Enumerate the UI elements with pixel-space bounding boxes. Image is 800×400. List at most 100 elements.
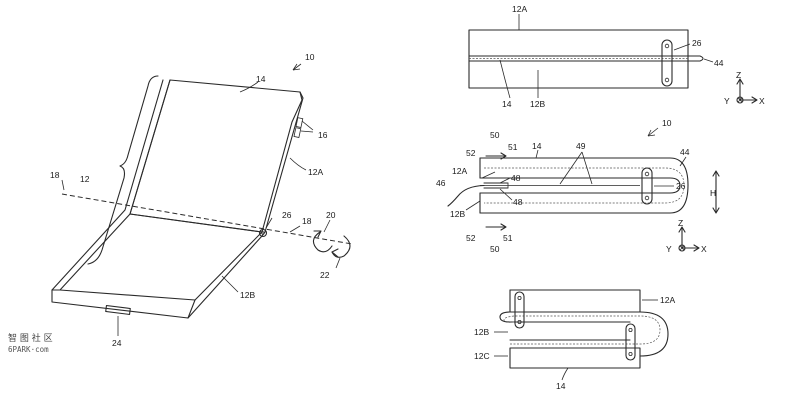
display-layer-14	[468, 55, 689, 62]
ref-label-44: 44	[714, 58, 724, 68]
upper-housing-edge	[264, 91, 304, 233]
ref-label-12B: 12B	[450, 209, 465, 219]
axis-label-z: Z	[736, 70, 741, 80]
axis-label-y: Y	[666, 244, 672, 254]
rotation-arrow-20	[312, 231, 333, 253]
ref-label-52-top: 52	[466, 148, 476, 158]
leader-20	[323, 219, 331, 233]
display-14-bottom-fold	[510, 315, 661, 345]
ref-label-12B: 12B	[240, 290, 255, 300]
hinge-26	[258, 228, 268, 238]
y-axis-origin	[736, 96, 744, 104]
leader-14	[239, 81, 259, 93]
ref-label-51-bottom: 51	[503, 233, 513, 243]
ref-label-24: 24	[112, 338, 122, 348]
figure-2-folded-view: 12A 26 44 14 12B Z Y X	[468, 4, 765, 109]
ref-label-10: 10	[662, 118, 672, 128]
strap-rivet-top	[644, 171, 650, 177]
ref-label-12A: 12A	[512, 4, 527, 14]
x-arrowhead	[751, 96, 758, 104]
strap-lower-rivet-top	[628, 327, 633, 332]
arrowhead-10	[292, 63, 301, 71]
axis-label-x: X	[759, 96, 765, 106]
ref-label-14: 14	[256, 74, 266, 84]
cable-48	[483, 182, 509, 189]
display-hatch-14	[484, 167, 685, 204]
watermark-site: 6PARK·com	[8, 345, 49, 354]
left-edge-upper	[129, 79, 171, 215]
button-16b	[293, 127, 302, 138]
arrowhead-50-bottom	[500, 223, 507, 231]
rotation-arrowhead-22	[331, 248, 339, 258]
rotation-arrowhead-20	[313, 230, 322, 238]
strap-upper-rivet-top	[517, 295, 522, 300]
left-outer-edge	[51, 79, 164, 291]
brace-12	[87, 75, 159, 265]
ref-label-49: 49	[576, 141, 586, 151]
connector-port-24	[105, 305, 131, 315]
axis-label-z: Z	[678, 218, 683, 228]
figure-3-cross-section: 10 50 51 52 14 49 44 12A 46 48 48 26 12B…	[436, 118, 720, 254]
bend-axis-18	[61, 193, 353, 245]
inner-fold-bend	[499, 311, 511, 323]
ref-label-50-top: 50	[490, 130, 500, 140]
y-axis-cross	[737, 97, 743, 103]
leader-14	[535, 149, 539, 159]
ref-label-18-left: 18	[50, 170, 60, 180]
ref-label-18-right: 18	[302, 216, 312, 226]
ref-label-12: 12	[80, 174, 90, 184]
ref-label-52-bottom: 52	[466, 233, 476, 243]
axis-triad-fig2	[736, 78, 758, 104]
inner-cavity	[479, 177, 681, 194]
ref-label-46: 46	[436, 178, 446, 188]
panel-12A	[509, 289, 641, 313]
strap-rivet-bottom	[664, 77, 670, 83]
y-axis-origin	[678, 244, 686, 252]
panel-12B	[509, 321, 631, 341]
arrowhead-50-top	[500, 152, 507, 160]
right-slab-edge	[187, 231, 266, 319]
outer-shell	[479, 157, 689, 214]
leader-12B	[465, 200, 481, 211]
x-arrowhead	[693, 244, 700, 252]
panel-12C	[509, 347, 641, 369]
ref-label-16: 16	[318, 130, 328, 140]
leader-10	[647, 127, 659, 137]
figure-1-perspective-view: 10 12 12A 12B 14 16 18 18 20 22 24 26	[50, 52, 353, 348]
ref-label-12A: 12A	[660, 295, 675, 305]
ref-label-14: 14	[502, 99, 512, 109]
strap-rivet-top	[664, 43, 670, 49]
leader-48-top	[499, 177, 511, 184]
leader-12A	[481, 171, 496, 179]
ref-label-12A: 12A	[308, 167, 323, 177]
axis-label-y: Y	[724, 96, 730, 106]
ref-label-44: 44	[680, 147, 690, 157]
rotation-arrow-22	[331, 235, 351, 258]
ref-label-12A: 12A	[452, 166, 467, 176]
ref-label-12B: 12B	[474, 327, 489, 337]
leader-12A	[289, 157, 307, 171]
leader-49	[559, 151, 593, 185]
strap-lower	[625, 323, 636, 361]
display-14-top-fold	[503, 315, 640, 323]
ref-label-50-bottom: 50	[490, 244, 500, 254]
ref-label-48-top: 48	[511, 173, 521, 183]
wire-46	[447, 184, 485, 207]
leader-26	[673, 43, 691, 51]
ref-label-51-top: 51	[508, 142, 518, 152]
ref-label-26: 26	[282, 210, 292, 220]
leader-14	[561, 367, 569, 381]
lower-housing-12B	[59, 213, 263, 301]
y-axis-cross	[679, 245, 685, 251]
outer-fold-bend	[639, 311, 669, 357]
ref-label-14: 14	[556, 381, 566, 391]
leader-18-right	[289, 225, 301, 233]
leader-18-left	[61, 179, 65, 191]
watermark-chars: 智 图 社 区	[8, 332, 53, 344]
leader-16	[300, 120, 314, 133]
ref-label-10: 10	[305, 52, 315, 62]
button-16a	[295, 117, 304, 128]
axis-triad-fig3	[678, 226, 700, 252]
